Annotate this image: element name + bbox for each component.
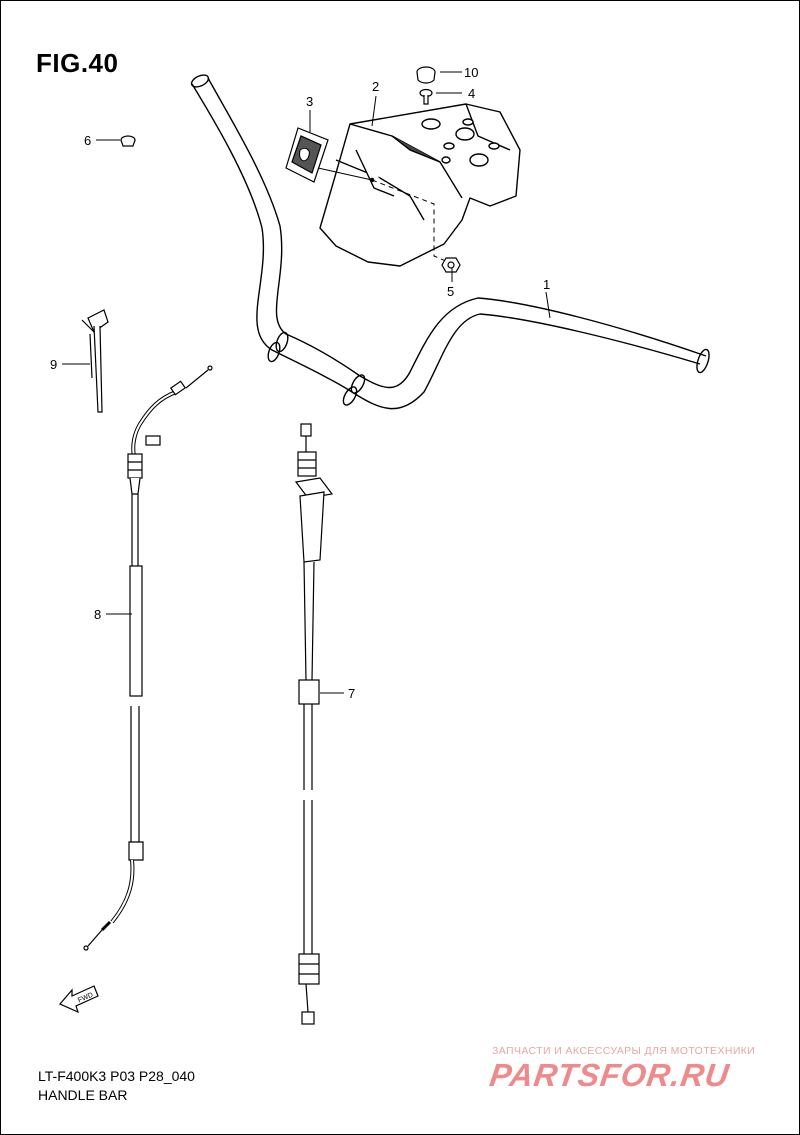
callout-5: 5 (447, 284, 455, 299)
assembly-line (317, 167, 449, 263)
emblem-part[interactable] (285, 127, 329, 183)
diagram-code: LT-F400K3 P03 P28_040 (38, 1068, 195, 1084)
fwd-arrow: FWD (59, 985, 99, 1014)
cable-left-part[interactable] (83, 365, 213, 951)
cable-center-part[interactable] (294, 423, 334, 1025)
watermark-brand: PARTSFOR.RU (487, 1057, 732, 1093)
callout-6: 6 (84, 133, 92, 148)
figure-title: FIG.40 (36, 48, 119, 78)
watermark-tagline: ЗАПЧАСТИ И АКСЕССУАРЫ ДЛЯ МОТОТЕХНИКИ (492, 1045, 756, 1057)
cap-part[interactable] (416, 66, 436, 84)
plug-part[interactable] (120, 135, 136, 147)
callout-2: 2 (372, 79, 380, 94)
callout-8: 8 (94, 607, 102, 622)
callout-9: 9 (50, 357, 58, 372)
leader-lines (62, 71, 551, 694)
cable-tie-part[interactable] (81, 309, 109, 413)
handlebar-cover-part[interactable] (319, 103, 521, 267)
screw-part[interactable] (419, 88, 433, 105)
callout-3: 3 (306, 94, 314, 109)
callout-1: 1 (543, 277, 551, 292)
nut-part[interactable] (441, 257, 461, 273)
handlebar-part[interactable] (190, 73, 712, 410)
diagram-subtitle: HANDLE BAR (38, 1087, 128, 1103)
callout-7: 7 (348, 686, 356, 701)
callout-4: 4 (468, 86, 476, 101)
callout-10: 10 (464, 65, 479, 80)
